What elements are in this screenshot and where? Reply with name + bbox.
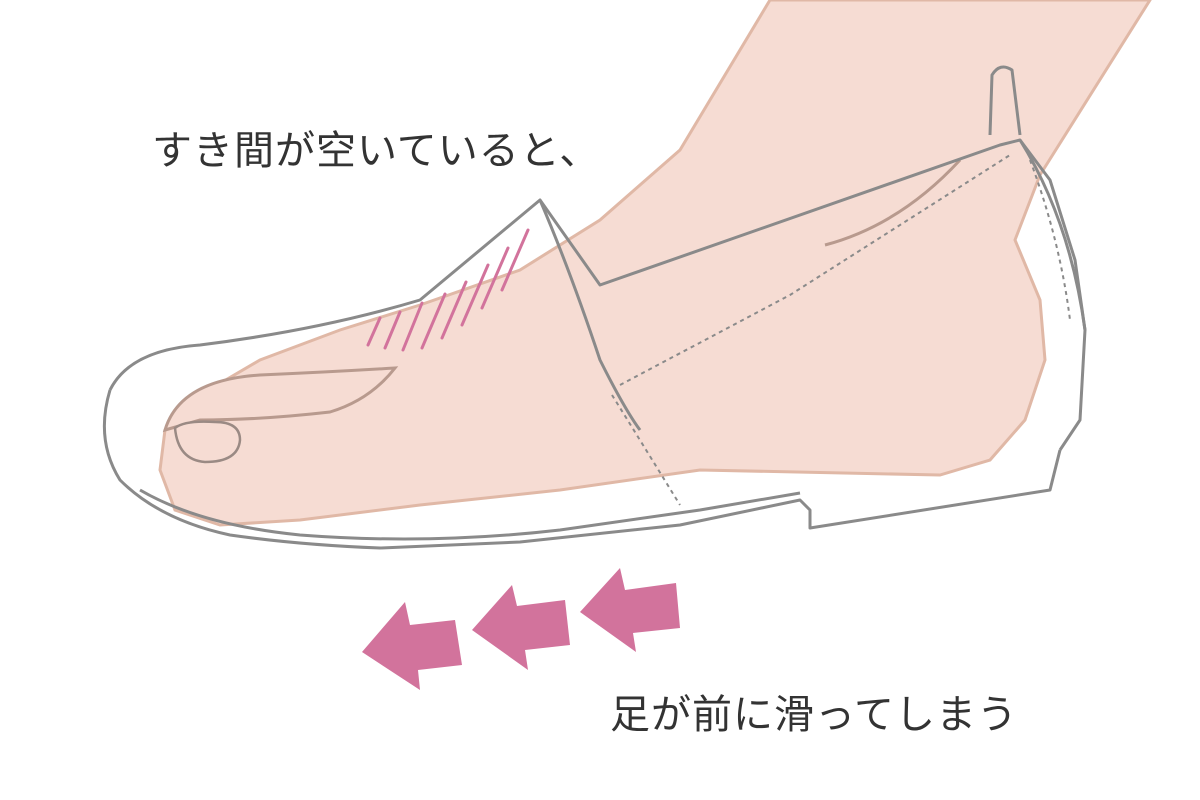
heel-back-seam — [1018, 139, 1087, 331]
slide-forward-arrow — [580, 568, 680, 652]
slide-forward-arrow — [362, 602, 462, 690]
toenail — [173, 420, 242, 464]
big-toe — [162, 366, 399, 433]
gap-caption: すき間が空いていると、 — [152, 128, 601, 174]
slide-arrows — [362, 568, 680, 690]
gap-hatch-marks — [366, 228, 530, 352]
vamp-seam — [538, 199, 642, 431]
shoe-sole-outline — [102, 389, 1062, 550]
stitch-line-top — [619, 154, 1011, 386]
slip-caption: 足が前に滑ってしまう — [610, 692, 1018, 738]
shoe-outline — [102, 65, 1087, 550]
leg-skin — [158, 0, 1152, 527]
heel-tab — [988, 65, 1022, 136]
stitch-line-heel — [1029, 159, 1071, 321]
shoe-sole-inner — [139, 488, 801, 541]
foot-illustration — [158, 0, 1152, 527]
ankle-curve — [824, 158, 962, 247]
slide-forward-arrow — [472, 585, 570, 670]
stitch-line-side — [611, 394, 681, 506]
